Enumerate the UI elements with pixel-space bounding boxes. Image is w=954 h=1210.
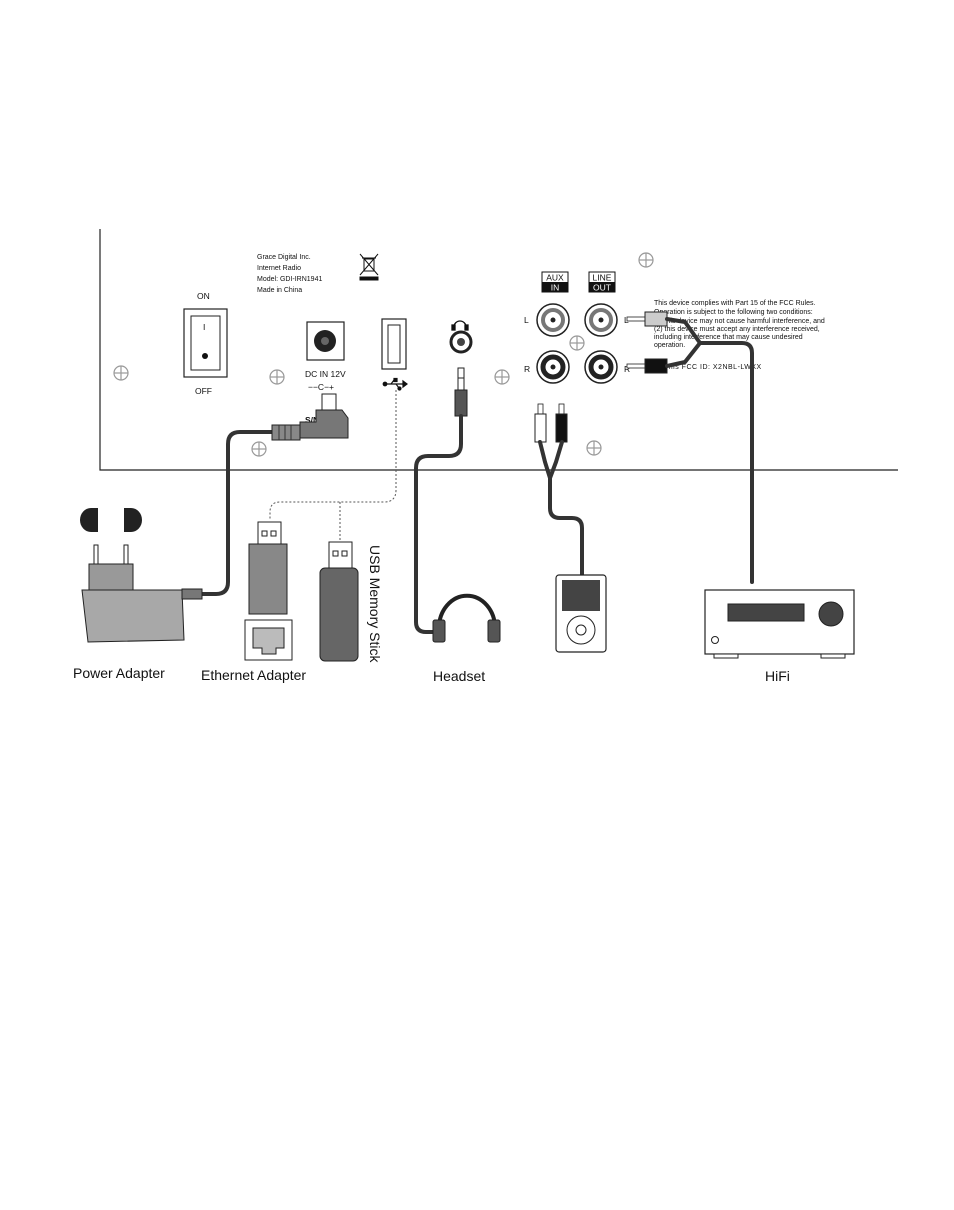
screw-icon bbox=[638, 252, 654, 268]
aux-right-label: R bbox=[524, 364, 530, 374]
screw-icon bbox=[113, 365, 129, 381]
line-out-left-jack[interactable] bbox=[584, 303, 618, 337]
fcc-line-2: Operation is subject to the following tw… bbox=[654, 309, 813, 316]
switch-off-label: OFF bbox=[195, 386, 212, 396]
ethernet-adapter bbox=[244, 521, 293, 661]
dc-in-jack[interactable] bbox=[306, 321, 345, 361]
power-adapter bbox=[80, 508, 203, 643]
svg-text:AUX: AUX bbox=[546, 273, 564, 283]
screw-icon bbox=[251, 441, 267, 457]
label-line-2: Internet Radio bbox=[257, 265, 301, 272]
line-out-label: LINE OUT bbox=[588, 271, 616, 293]
usb-memory-stick bbox=[319, 541, 359, 662]
switch-i-label: I bbox=[203, 322, 205, 332]
svg-text:OUT: OUT bbox=[593, 283, 611, 293]
label-line-1: Grace Digital Inc. bbox=[257, 254, 311, 261]
hifi-label: HiFi bbox=[765, 668, 790, 684]
fcc-line-1: This device complies with Part 15 of the… bbox=[654, 300, 816, 307]
svg-text:LINE: LINE bbox=[593, 273, 612, 283]
line-out-right-jack[interactable] bbox=[584, 350, 618, 384]
dc-polarity-icon: −−C−+ bbox=[308, 382, 334, 392]
ethernet-adapter-label: Ethernet Adapter bbox=[201, 667, 306, 683]
power-cable bbox=[198, 430, 279, 596]
line-out-plugs bbox=[626, 311, 668, 374]
headset-label: Headset bbox=[433, 668, 485, 684]
usb-connection-line bbox=[269, 390, 397, 520]
hifi-cable bbox=[665, 317, 754, 584]
fcc-id: This FCC ID: X2NBL-LWXX bbox=[664, 364, 762, 371]
screw-icon bbox=[586, 440, 602, 456]
line-left-label: L bbox=[624, 315, 629, 325]
headset-cable bbox=[414, 414, 463, 634]
aux-in-left-jack[interactable] bbox=[536, 303, 570, 337]
sn-label: S/N bbox=[305, 415, 319, 425]
aux-cable bbox=[538, 440, 584, 580]
rear-panel bbox=[99, 229, 898, 471]
label-line-4: Made in China bbox=[257, 287, 302, 294]
headphone-icon bbox=[451, 320, 469, 331]
dc-in-label: DC IN 12V bbox=[305, 369, 346, 379]
hifi-unit bbox=[704, 589, 855, 659]
headphone-jack[interactable] bbox=[449, 330, 473, 354]
screw-icon bbox=[269, 369, 285, 385]
aux-rca-plugs bbox=[534, 403, 568, 443]
screw-icon bbox=[494, 369, 510, 385]
headset-plug bbox=[454, 367, 468, 417]
usb-memory-stick-label: USB Memory Stick bbox=[367, 545, 383, 663]
power-switch[interactable]: I bbox=[183, 308, 228, 378]
fcc-line-4: (2) this device must accept any interfer… bbox=[654, 326, 820, 333]
headset bbox=[432, 593, 501, 643]
dc-plug bbox=[271, 393, 349, 441]
mp3-player bbox=[555, 574, 607, 653]
line-right-label: R bbox=[624, 364, 630, 374]
fcc-line-5: including interference that may cause un… bbox=[654, 334, 803, 341]
fcc-line-3: (1) this device may not cause harmful in… bbox=[654, 318, 825, 325]
switch-on-label: ON bbox=[197, 291, 210, 301]
aux-in-label: AUX IN bbox=[541, 271, 569, 293]
aux-left-label: L bbox=[524, 315, 529, 325]
label-line-3: Model: GDI-IRN1941 bbox=[257, 276, 322, 283]
usb-port[interactable] bbox=[381, 318, 407, 370]
screw-icon bbox=[569, 335, 585, 351]
svg-text:IN: IN bbox=[551, 283, 560, 293]
power-adapter-label: Power Adapter bbox=[73, 665, 165, 681]
fcc-line-6: operation. bbox=[654, 342, 685, 349]
usb-icon bbox=[382, 377, 408, 391]
aux-in-right-jack[interactable] bbox=[536, 350, 570, 384]
weee-bin-icon bbox=[359, 253, 379, 281]
